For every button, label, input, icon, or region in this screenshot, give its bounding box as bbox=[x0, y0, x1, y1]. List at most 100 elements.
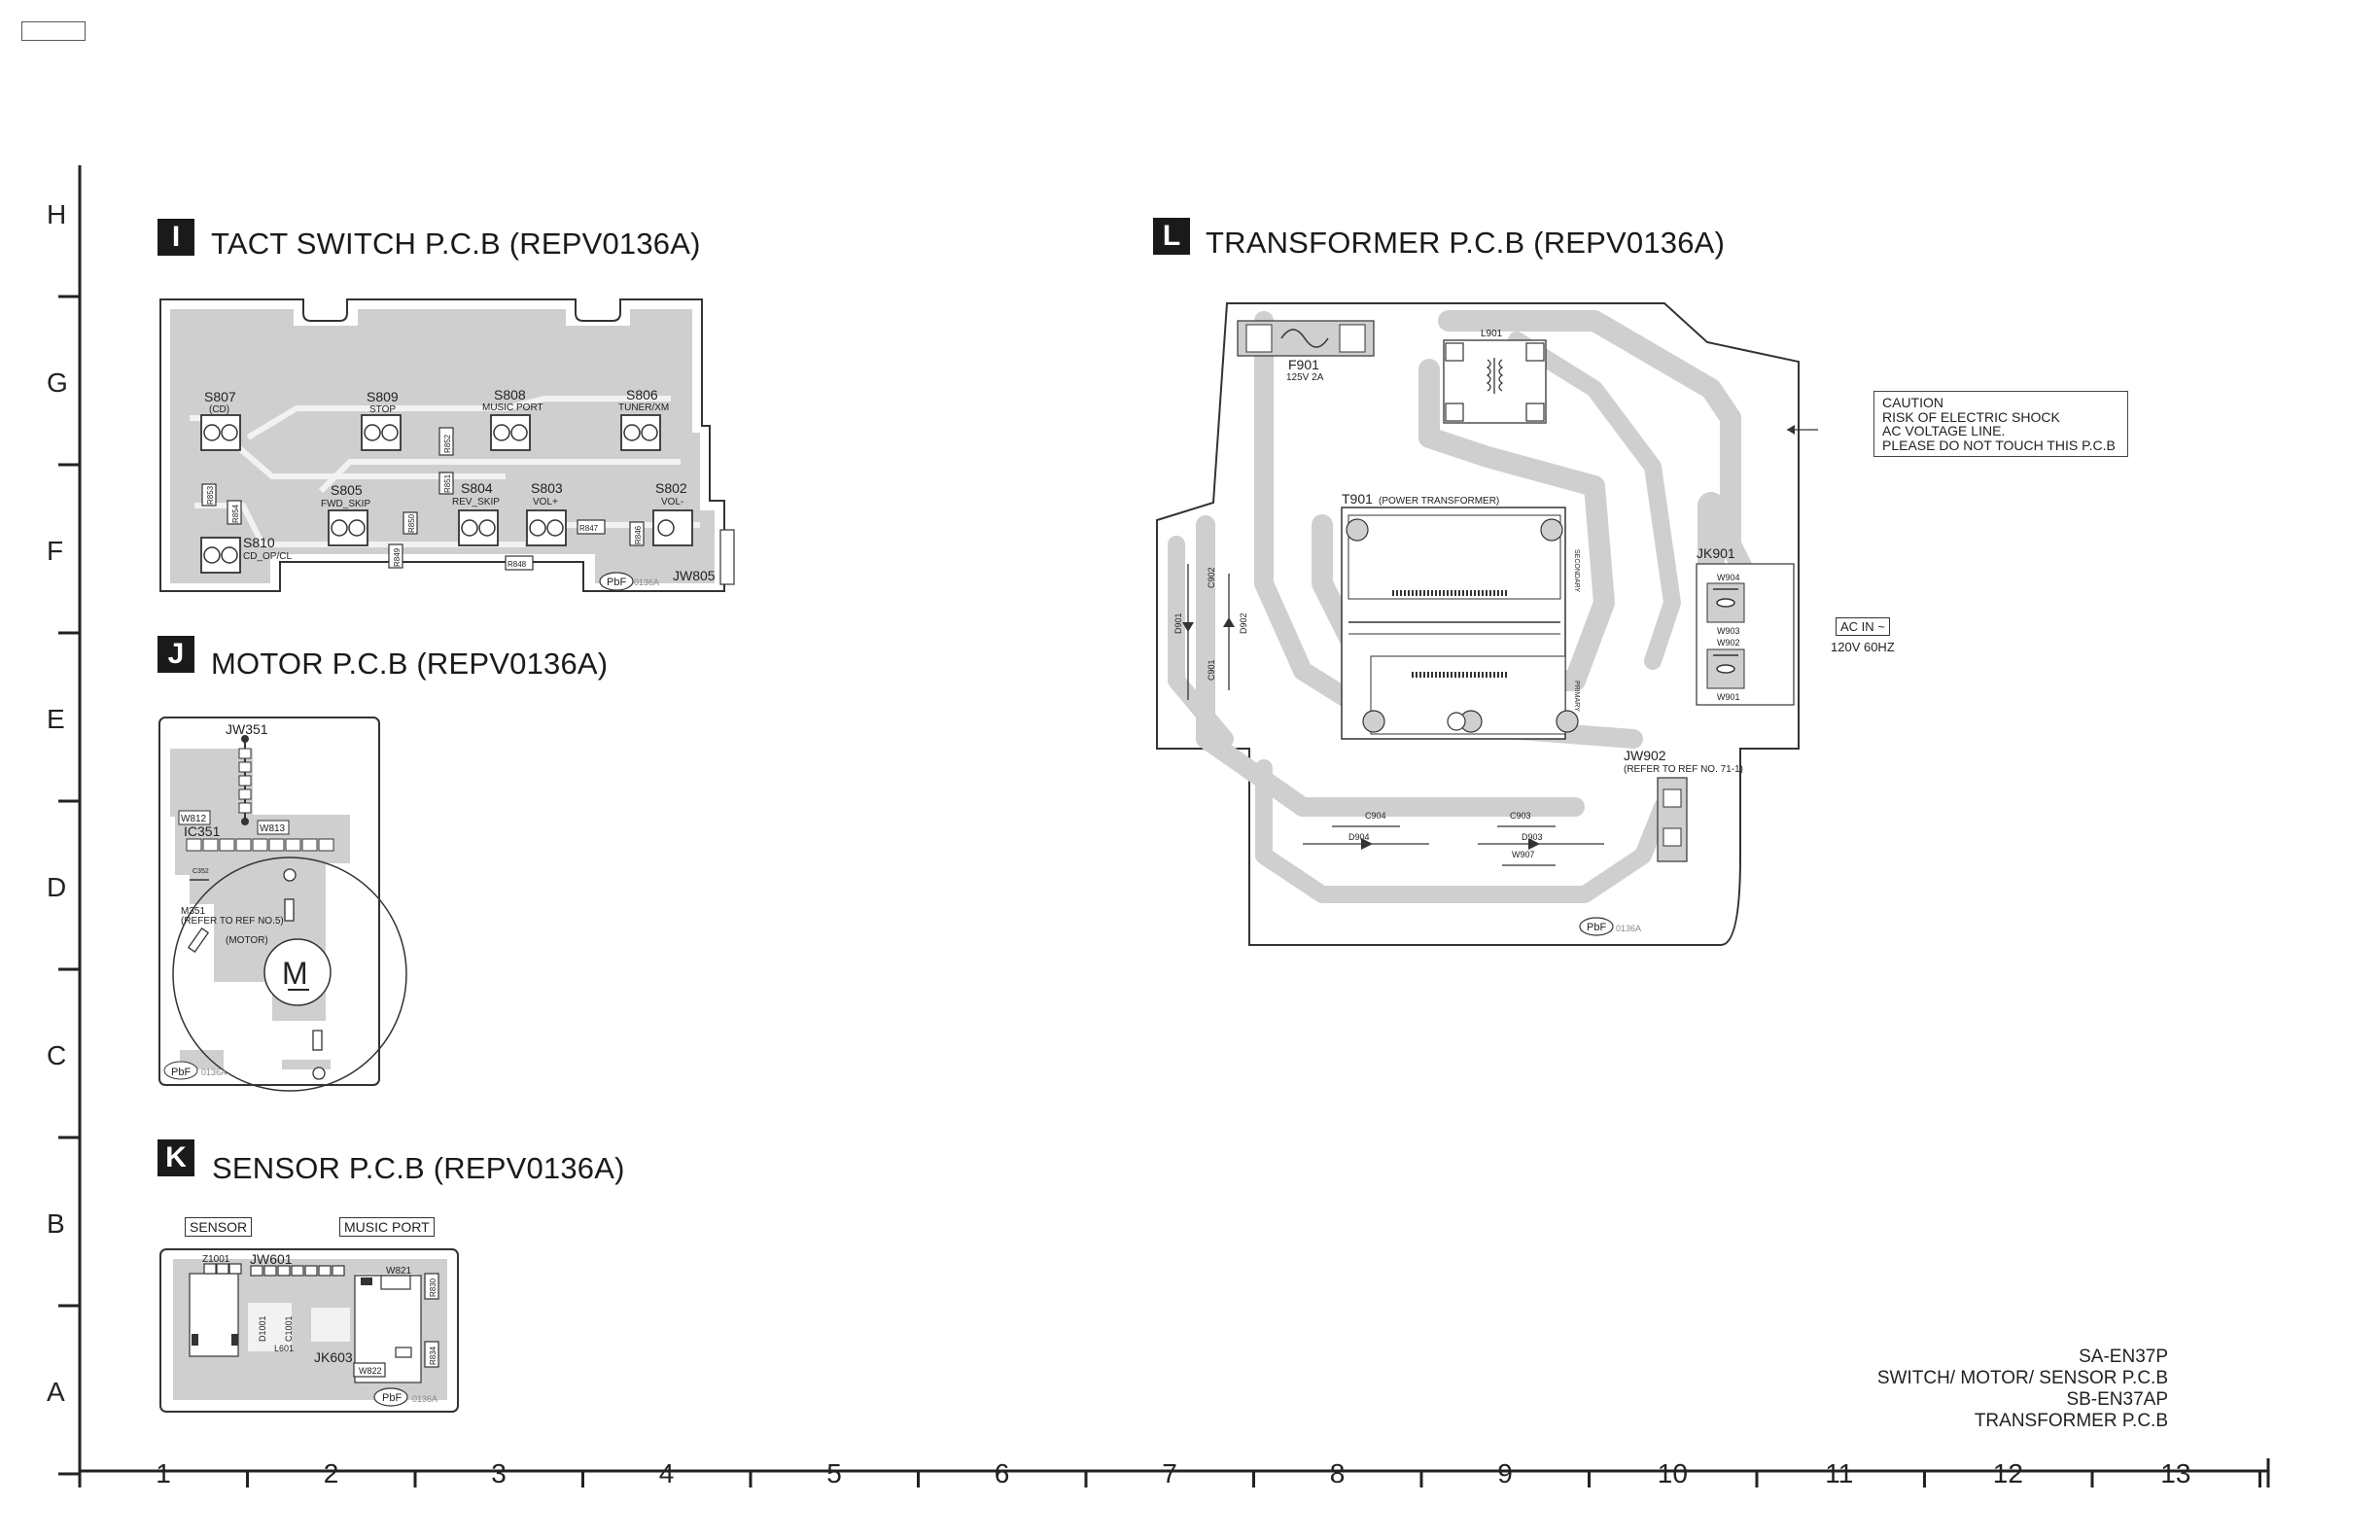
svg-text:PbF: PbF bbox=[1587, 922, 1606, 933]
svg-text:R830: R830 bbox=[429, 1278, 438, 1297]
svg-text:(CD): (CD) bbox=[209, 404, 229, 415]
ac-rating: 120V 60HZ bbox=[1831, 640, 1895, 654]
svg-text:REV_SKIP: REV_SKIP bbox=[452, 497, 500, 508]
svg-text:PbF: PbF bbox=[382, 1392, 402, 1404]
svg-text:D902: D902 bbox=[1239, 612, 1248, 634]
svg-text:R853: R853 bbox=[206, 485, 215, 505]
column-label-5: 5 bbox=[826, 1458, 842, 1488]
svg-text:W822: W822 bbox=[359, 1366, 382, 1376]
svg-text:W812: W812 bbox=[181, 814, 207, 824]
column-label-12: 12 bbox=[1992, 1458, 2023, 1488]
column-label-6: 6 bbox=[994, 1458, 1010, 1488]
s803-ref: S803 bbox=[531, 480, 563, 496]
s808-ref: S808 bbox=[494, 387, 526, 402]
section-l-title: TRANSFORMER P.C.B (REPV0136A) bbox=[1206, 226, 1726, 260]
svg-text:125V 2A: 125V 2A bbox=[1286, 372, 1324, 383]
jw351-label: JW351 bbox=[226, 721, 268, 737]
s805-ref: S805 bbox=[331, 482, 363, 498]
s806-ref: S806 bbox=[626, 387, 658, 402]
row-label-c: C bbox=[47, 1040, 67, 1070]
row-label-d: D bbox=[47, 872, 67, 902]
svg-text:W907: W907 bbox=[1512, 850, 1535, 859]
svg-text:R834: R834 bbox=[429, 1346, 438, 1365]
svg-text:VOL+: VOL+ bbox=[533, 497, 558, 508]
s802-ref: S802 bbox=[655, 480, 687, 496]
jw805-label: JW805 bbox=[673, 568, 716, 583]
column-label-9: 9 bbox=[1497, 1458, 1513, 1488]
svg-text:W813: W813 bbox=[260, 823, 286, 834]
column-label-7: 7 bbox=[1162, 1458, 1177, 1488]
jk603-label: JK603 bbox=[314, 1349, 353, 1365]
svg-text:W904: W904 bbox=[1717, 573, 1740, 582]
svg-text:R850: R850 bbox=[407, 513, 416, 533]
svg-text:TUNER/XM: TUNER/XM bbox=[618, 402, 669, 413]
section-j-title: MOTOR P.C.B (REPV0136A) bbox=[211, 647, 609, 681]
svg-text:PbF: PbF bbox=[607, 577, 626, 588]
svg-text:L901: L901 bbox=[1481, 329, 1503, 339]
svg-text:R852: R852 bbox=[443, 434, 452, 453]
section-k-badge: K bbox=[158, 1139, 194, 1176]
f901-label: F901 bbox=[1288, 357, 1319, 372]
jk901-label: JK901 bbox=[1697, 545, 1735, 561]
svg-text:MUSIC PORT: MUSIC PORT bbox=[482, 402, 543, 413]
row-label-g: G bbox=[47, 368, 68, 398]
svg-text:CD_OP/CL: CD_OP/CL bbox=[243, 551, 292, 562]
column-label-2: 2 bbox=[323, 1458, 339, 1488]
svg-text:(REFER TO REF NO. 71-1): (REFER TO REF NO. 71-1) bbox=[1624, 764, 1743, 775]
svg-text:W902: W902 bbox=[1717, 638, 1740, 648]
section-i-title: TACT SWITCH P.C.B (REPV0136A) bbox=[211, 227, 701, 261]
svg-text:R848: R848 bbox=[508, 560, 527, 569]
column-label-11: 11 bbox=[1825, 1458, 1854, 1488]
s810-ref: S810 bbox=[243, 535, 275, 550]
motor-symbol: M bbox=[282, 956, 308, 991]
svg-text:C904: C904 bbox=[1365, 811, 1386, 821]
s804-ref: S804 bbox=[461, 480, 493, 496]
svg-text:0136A: 0136A bbox=[1616, 924, 1641, 933]
section-j-badge: J bbox=[158, 636, 194, 673]
s807-ref: S807 bbox=[204, 389, 236, 404]
caution-notice: CAUTION RISK OF ELECTRIC SHOCK AC VOLTAG… bbox=[1873, 391, 2128, 457]
svg-text:D904: D904 bbox=[1348, 832, 1370, 842]
section-i-badge: I bbox=[158, 219, 194, 256]
column-label-8: 8 bbox=[1329, 1458, 1346, 1488]
column-label-4: 4 bbox=[658, 1458, 675, 1488]
svg-text:D903: D903 bbox=[1522, 832, 1543, 842]
sensor-tag: SENSOR bbox=[185, 1217, 253, 1237]
jw601-label: JW601 bbox=[250, 1251, 293, 1267]
svg-text:R846: R846 bbox=[634, 525, 643, 544]
row-label-f: F bbox=[47, 536, 64, 566]
svg-text:W821: W821 bbox=[386, 1266, 412, 1277]
s809-ref: S809 bbox=[367, 389, 399, 404]
section-k-title: SENSOR P.C.B (REPV0136A) bbox=[212, 1151, 625, 1185]
row-label-a: A bbox=[47, 1377, 65, 1407]
section-l-badge: L bbox=[1153, 218, 1190, 255]
svg-text:C352: C352 bbox=[192, 868, 209, 875]
svg-text:FWD_SKIP: FWD_SKIP bbox=[321, 499, 370, 509]
svg-text:D901: D901 bbox=[1173, 612, 1183, 634]
column-label-1: 1 bbox=[156, 1458, 171, 1488]
svg-text:Z1001: Z1001 bbox=[202, 1254, 230, 1265]
ic351-label: IC351 bbox=[184, 823, 221, 839]
svg-text:D1001: D1001 bbox=[258, 1315, 267, 1342]
page-corner-marker bbox=[21, 21, 86, 41]
svg-text:C902: C902 bbox=[1207, 567, 1216, 588]
svg-text:STOP: STOP bbox=[369, 404, 396, 415]
row-label-e: E bbox=[47, 704, 65, 734]
music-port-tag: MUSIC PORT bbox=[339, 1217, 435, 1237]
column-label-13: 13 bbox=[2160, 1458, 2191, 1488]
column-label-3: 3 bbox=[491, 1458, 507, 1488]
column-label-10: 10 bbox=[1657, 1458, 1688, 1488]
svg-text:0136A: 0136A bbox=[201, 1068, 227, 1077]
jw902-label: JW902 bbox=[1624, 748, 1666, 763]
svg-text:R851: R851 bbox=[443, 473, 452, 493]
svg-text:M351: M351 bbox=[181, 906, 205, 917]
